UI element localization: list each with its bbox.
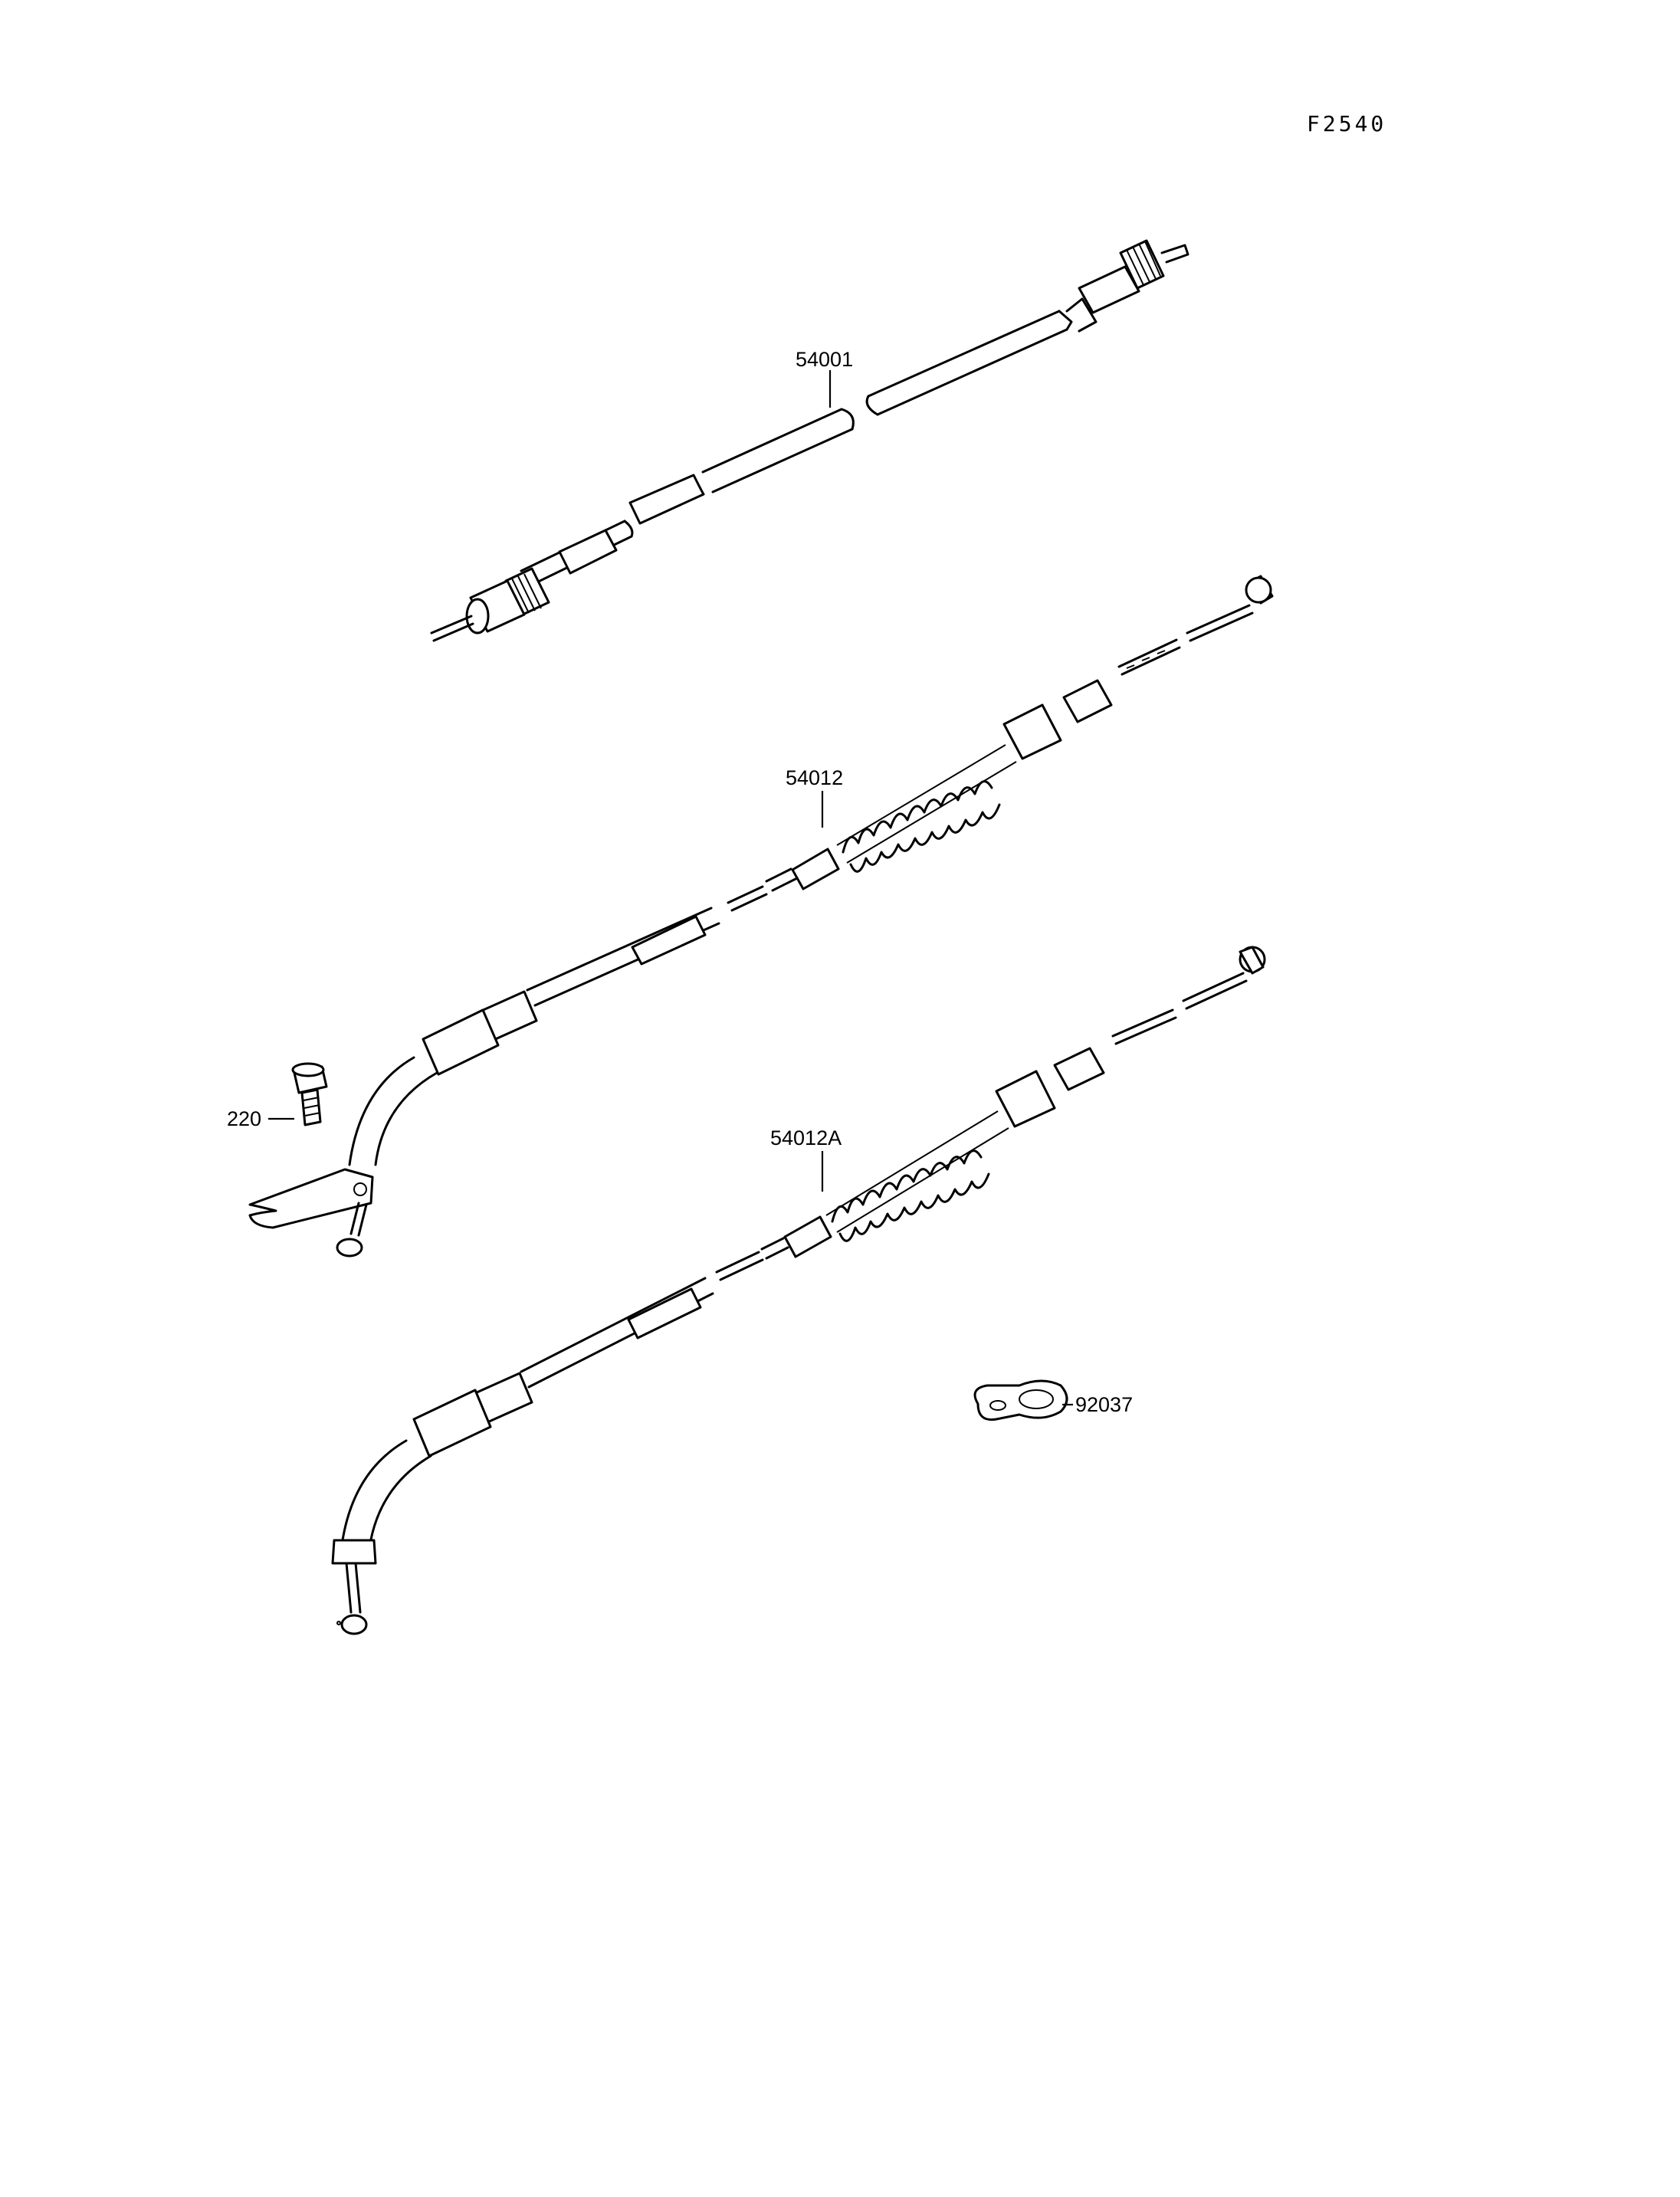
clutch-cable-icon [331,946,1266,1635]
callout-54012: 54012 [786,766,844,789]
clutch-cable-icon [248,575,1274,1258]
speedometer-cable-icon [430,239,1189,642]
clamp-icon [973,1379,1068,1421]
figure-code: F2540 [1307,111,1387,136]
callout-220: 220 [227,1107,262,1130]
callout-92037: 92037 [1075,1393,1134,1416]
bolt-icon [291,1062,328,1126]
callout-54012A: 54012A [770,1126,842,1149]
callout-54001: 54001 [796,348,854,371]
